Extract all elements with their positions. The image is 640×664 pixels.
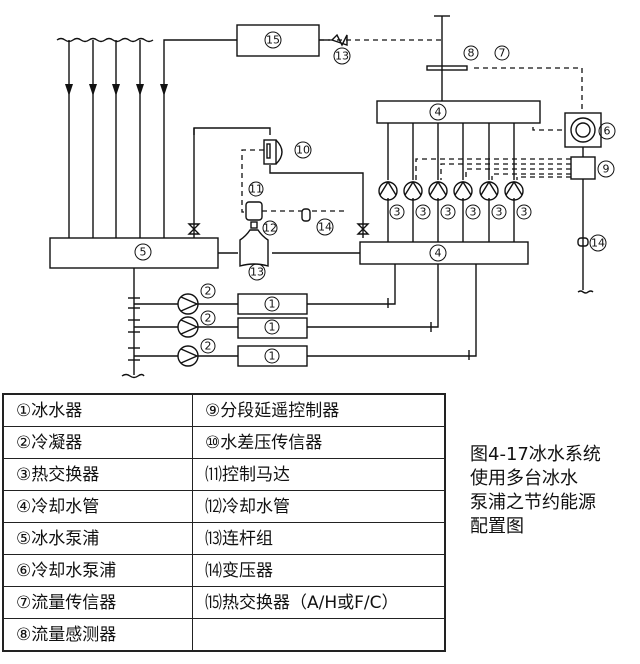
legend-row: ⑧流量感测器 <box>2 618 446 652</box>
label-6: 6 <box>604 125 611 138</box>
label-13: 13 <box>335 50 349 63</box>
label-12: 12 <box>263 222 277 235</box>
label-1: 1 <box>269 350 276 363</box>
control-motor-11 <box>245 201 263 221</box>
valve-icon <box>187 223 201 235</box>
legend-cell: ②冷凝器 <box>2 426 193 459</box>
legend-cell: ⑾控制马达 <box>192 458 446 491</box>
label-3: 3 <box>521 206 528 219</box>
legend-cell: ⑥冷却水泵浦 <box>2 554 193 587</box>
legend-cell: ⑨分段延遥控制器 <box>192 393 446 427</box>
label-4-lower: 4 <box>435 247 442 260</box>
legend-cell: ③热交换器 <box>2 458 193 491</box>
label-3: 3 <box>445 206 452 219</box>
label-13b: 13 <box>250 266 264 279</box>
linkage-13 <box>239 229 269 267</box>
label-1: 1 <box>269 321 276 334</box>
legend-row: ⑥冷却水泵浦⒁变压器 <box>2 554 446 587</box>
caption-line: 图4-17冰水系统 <box>470 444 601 465</box>
label-3: 3 <box>420 206 427 219</box>
legend-cell <box>192 618 446 652</box>
caption-line: 使用多台冰水 <box>470 468 578 489</box>
label-1: 1 <box>269 298 276 311</box>
legend-cell: ⑤冰水泵浦 <box>2 522 193 555</box>
label-4-upper: 4 <box>435 106 442 119</box>
cooling-water-pipe-4-upper <box>376 100 541 124</box>
legend-row: ④冷却水管⑿冷却水管 <box>2 490 446 523</box>
chilled-water-system-diagram: 15 13 8 7 4 6 9 10 11 12 14 13 5 4 14 3 … <box>49 15 616 379</box>
label-2: 2 <box>205 340 212 353</box>
delay-controller-9 <box>570 156 596 180</box>
flow-arrows <box>65 84 168 96</box>
legend-row: ⑤冰水泵浦⒀连杆组 <box>2 522 446 555</box>
label-14: 14 <box>318 221 332 234</box>
caption-line: 配置图 <box>470 516 524 537</box>
differential-pressure-sensor-10 <box>263 139 277 165</box>
cooling-water-pipe-4-lower <box>359 241 529 265</box>
legend-cell: ⑩水差压传信器 <box>192 426 446 459</box>
legend-cell: ①冰水器 <box>2 393 193 427</box>
label-5: 5 <box>140 246 147 259</box>
condenser-pumps <box>177 293 199 367</box>
legend-cell: ⒀连杆组 <box>192 522 446 555</box>
label-7: 7 <box>499 47 506 60</box>
figure-caption: 图4-17冰水系统 使用多台冰水 泵浦之节约能源 配置图 <box>470 443 635 539</box>
label-3: 3 <box>470 206 477 219</box>
legend-cell: ⑦流量传信器 <box>2 586 193 619</box>
valve-13-icon <box>330 33 348 47</box>
label-3: 3 <box>496 206 503 219</box>
legend-cell: ⑿冷却水管 <box>192 490 446 523</box>
chilled-water-pump-5 <box>49 237 219 269</box>
label-9: 9 <box>603 163 610 176</box>
legend-cell: ⑧流量感测器 <box>2 618 193 652</box>
heat-exchanger-icons <box>378 180 524 201</box>
label-3: 3 <box>394 206 401 219</box>
label-14b: 14 <box>591 237 605 250</box>
caption-line: 泵浦之节约能源 <box>470 492 596 513</box>
legend-cell: ⒁变压器 <box>192 554 446 587</box>
label-8: 8 <box>468 47 475 60</box>
label-15: 15 <box>266 34 280 47</box>
label-10: 10 <box>296 144 310 157</box>
chiller-1b <box>237 317 308 339</box>
label-2: 2 <box>205 285 212 298</box>
legend-row: ⑦流量传信器⒂热交换器（A/H或F/C） <box>2 586 446 619</box>
legend-row: ③热交换器⑾控制马达 <box>2 458 446 491</box>
label-11: 11 <box>249 183 263 196</box>
legend-cell: ⒂热交换器（A/H或F/C） <box>192 586 446 619</box>
label-2: 2 <box>205 312 212 325</box>
wavy-line <box>56 37 154 43</box>
legend-cell: ④冷却水管 <box>2 490 193 523</box>
valve-icon <box>356 223 370 235</box>
